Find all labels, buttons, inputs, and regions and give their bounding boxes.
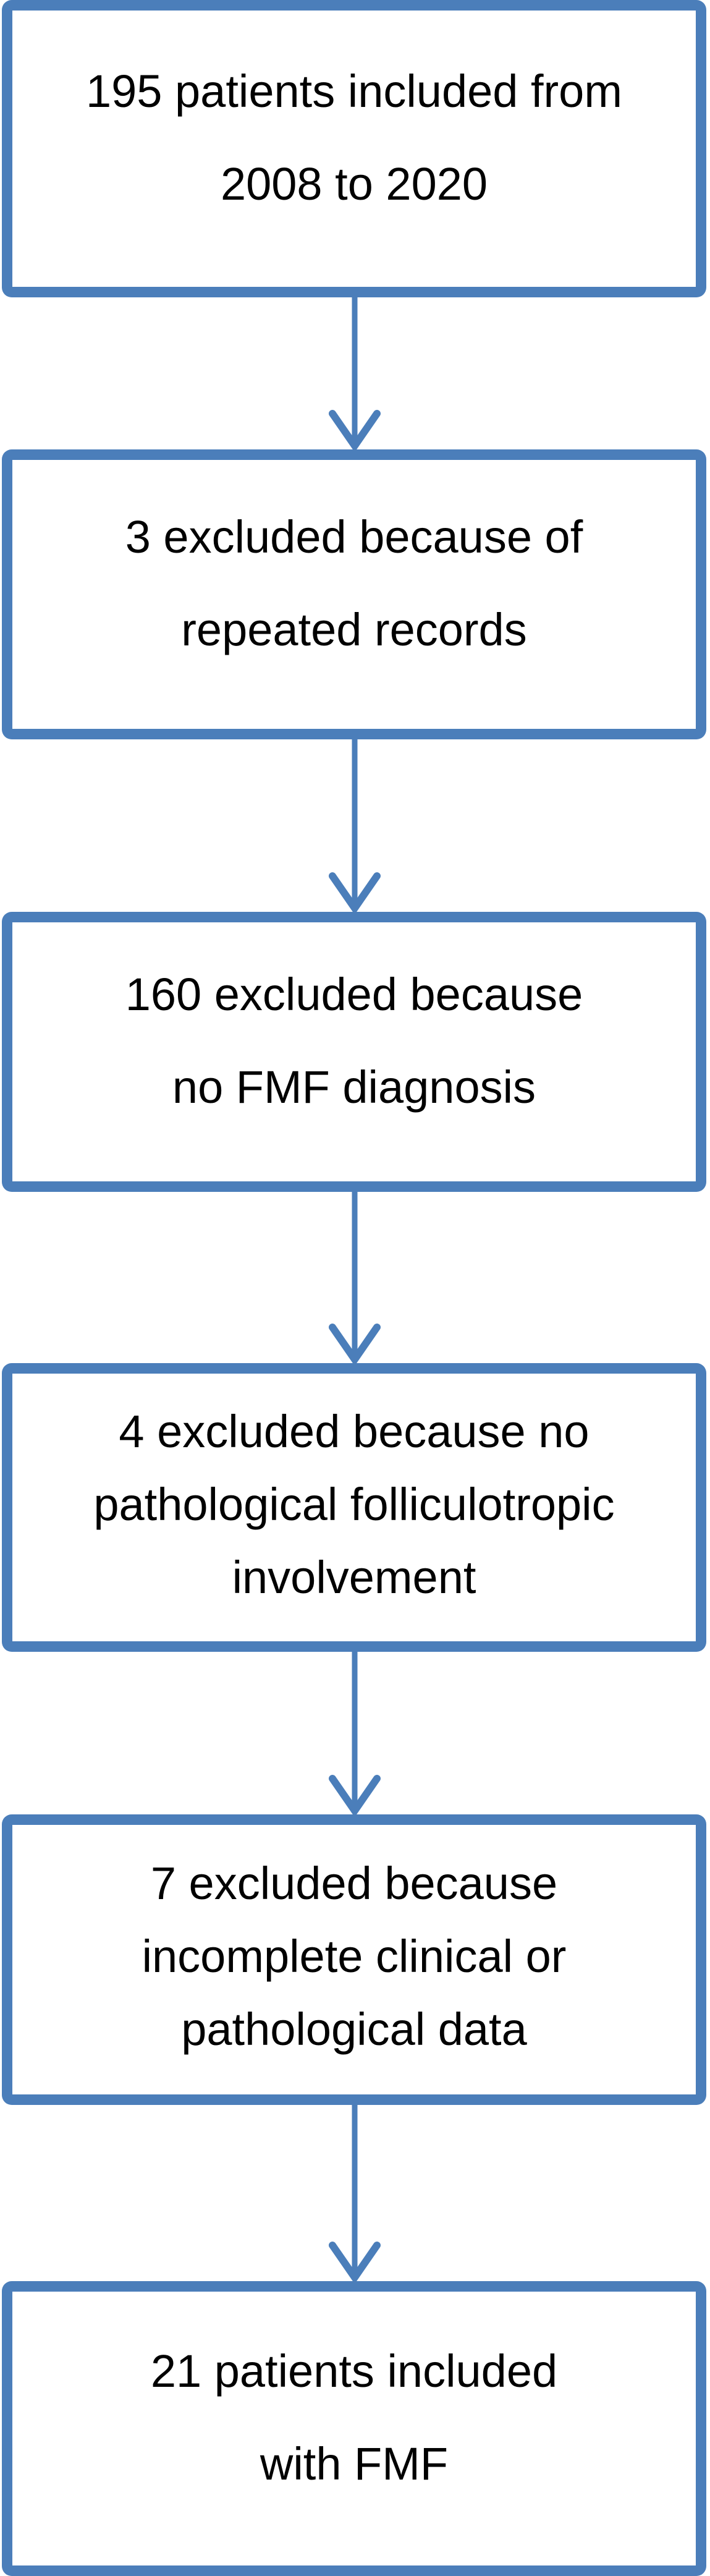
box-text: 3 excluded because of repeated records [125, 491, 583, 699]
box-text-line: 4 excluded because no [119, 1405, 590, 1457]
flow-box-excluded-incomplete-data: 7 excluded because incomplete clinical o… [2, 1814, 706, 2105]
box-text-line: 3 excluded because of [125, 511, 583, 563]
flow-box-excluded-no-folliculotropic-involvement: 4 excluded because no pathological folli… [2, 1363, 706, 1652]
down-arrow-icon [329, 1192, 381, 1363]
flow-box-21-patients-included-fmf: 21 patients included with FMF [2, 2281, 706, 2576]
box-text-line: repeated records [181, 603, 527, 655]
down-arrow-icon [329, 297, 381, 449]
box-text-line: pathological folliculotropic [93, 1478, 615, 1530]
box-text-line: no FMF diagnosis [172, 1061, 536, 1113]
box-text: 160 excluded because no FMF diagnosis [125, 948, 583, 1156]
box-text-line: incomplete clinical or [142, 1931, 567, 1982]
box-text: 4 excluded because no pathological folli… [93, 1395, 614, 1620]
box-text-line: 2008 to 2020 [220, 158, 488, 210]
flow-box-195-patients-included: 195 patients included from 2008 to 2020 [2, 0, 706, 297]
box-text-line: pathological data [181, 2004, 527, 2055]
box-text-line: 7 excluded because [150, 1858, 558, 1909]
down-arrow-icon [329, 739, 381, 912]
box-text-line: 21 patients included [150, 2345, 558, 2397]
box-text: 7 excluded because incomplete clinical o… [142, 1847, 567, 2072]
box-text-line: 195 patients included from [86, 65, 622, 117]
flow-box-excluded-repeated-records: 3 excluded because of repeated records [2, 449, 706, 739]
flow-box-excluded-no-fmf-diagnosis: 160 excluded because no FMF diagnosis [2, 912, 706, 1192]
down-arrow-icon [329, 2105, 381, 2281]
down-arrow-icon [329, 1652, 381, 1814]
box-text-line: with FMF [260, 2438, 449, 2489]
box-text-line: 160 excluded because [125, 968, 583, 1020]
box-text-line: involvement [232, 1551, 476, 1603]
box-text: 195 patients included from 2008 to 2020 [86, 45, 622, 253]
box-text: 21 patients included with FMF [151, 2325, 557, 2533]
